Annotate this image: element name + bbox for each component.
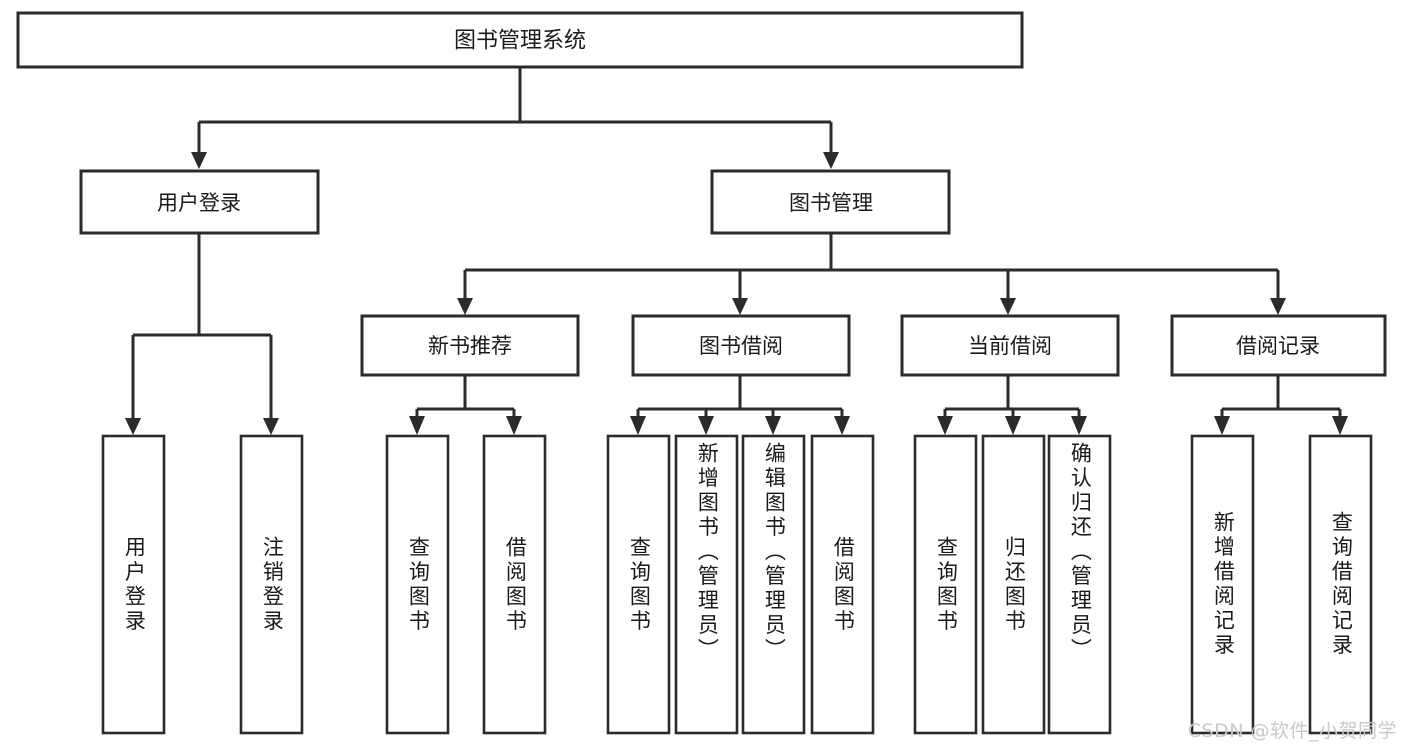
- arrow-to-leaf-borrow-book-2: [834, 416, 850, 435]
- arrow-to-new-book-rec: [457, 298, 473, 315]
- arrow-to-leaf-add-record: [1214, 416, 1230, 435]
- node-user-login-box[interactable]: [79, 169, 320, 235]
- connector-group-book-manage: [457, 233, 1286, 315]
- node-user-login[interactable]: 用户登录: [79, 169, 320, 235]
- arrow-to-leaf-return-book: [1005, 416, 1021, 435]
- leaf-confirm-return-box[interactable]: [1047, 434, 1112, 735]
- arrow-to-leaf-confirm-return: [1071, 416, 1087, 435]
- node-user-login-label: 用户登录: [157, 191, 241, 215]
- node-book-borrow-label: 图书借阅: [699, 334, 783, 358]
- node-book-borrow[interactable]: 图书借阅: [631, 314, 851, 377]
- leaf-query-book-2-box[interactable]: [606, 434, 671, 735]
- leaf-query-book-1-box[interactable]: [385, 434, 450, 735]
- leaf-add-book-box[interactable]: [674, 434, 739, 735]
- connector-group-current-borrow: [937, 375, 1087, 435]
- leaf-query-record-box[interactable]: [1308, 434, 1373, 735]
- arrow-to-leaf-add-book: [698, 416, 714, 435]
- arrow-to-current-borrow: [1000, 298, 1016, 315]
- arrow-to-leaf-logout: [263, 418, 279, 435]
- connector-group-root: [191, 67, 839, 169]
- node-borrow-record[interactable]: 借阅记录: [1170, 314, 1387, 377]
- arrow-to-leaf-query-book-2: [630, 416, 646, 435]
- arrow-to-leaf-query-record: [1332, 416, 1348, 435]
- node-current-borrow-label: 当前借阅: [968, 334, 1052, 358]
- arrow-to-leaf-query-book-1: [409, 416, 425, 435]
- leaf-edit-book-box[interactable]: [741, 434, 806, 735]
- node-book-manage-label: 图书管理: [789, 191, 873, 215]
- leaf-return-book-box[interactable]: [981, 434, 1046, 735]
- node-new-book-rec[interactable]: 新书推荐: [360, 314, 580, 377]
- arrow-root-to-book-manage: [823, 152, 839, 169]
- node-new-book-rec-label: 新书推荐: [428, 334, 512, 358]
- connector-group-new-book-rec: [409, 375, 522, 435]
- connector-group-borrow-record: [1214, 375, 1348, 435]
- connector-group-user-login: [125, 233, 279, 435]
- arrow-to-leaf-borrow-book-1: [506, 416, 522, 435]
- node-borrow-record-box[interactable]: [1170, 314, 1387, 377]
- node-root-box[interactable]: [16, 11, 1024, 69]
- leaf-user-login-box[interactable]: [101, 434, 166, 735]
- arrow-to-leaf-user-login: [125, 418, 141, 435]
- arrow-to-leaf-query-book-3: [937, 416, 953, 435]
- connector-group-book-borrow: [630, 375, 850, 435]
- node-book-manage-box[interactable]: [710, 169, 951, 235]
- node-new-book-rec-box[interactable]: [360, 314, 580, 377]
- node-root[interactable]: 图书管理系统: [16, 11, 1024, 69]
- arrow-root-to-user-login: [191, 152, 207, 169]
- arrow-to-leaf-edit-book: [765, 416, 781, 435]
- leaf-logout-box[interactable]: [239, 434, 304, 735]
- arrow-to-book-borrow: [732, 298, 748, 315]
- node-book-borrow-box[interactable]: [631, 314, 851, 377]
- node-current-borrow[interactable]: 当前借阅: [900, 314, 1120, 377]
- csdn-watermark: CSDN @软件_小贺同学: [1187, 720, 1397, 742]
- node-current-borrow-box[interactable]: [900, 314, 1120, 377]
- leaf-boxes: [101, 434, 1373, 735]
- node-borrow-record-label: 借阅记录: [1236, 334, 1320, 358]
- leaf-add-record-box[interactable]: [1190, 434, 1255, 735]
- node-root-label: 图书管理系统: [454, 29, 586, 54]
- leaf-query-book-3-box[interactable]: [913, 434, 978, 735]
- node-book-manage[interactable]: 图书管理: [710, 169, 951, 235]
- arrow-to-borrow-record: [1270, 298, 1286, 315]
- leaf-borrow-book-1-box[interactable]: [482, 434, 547, 735]
- leaf-borrow-book-2-box[interactable]: [810, 434, 875, 735]
